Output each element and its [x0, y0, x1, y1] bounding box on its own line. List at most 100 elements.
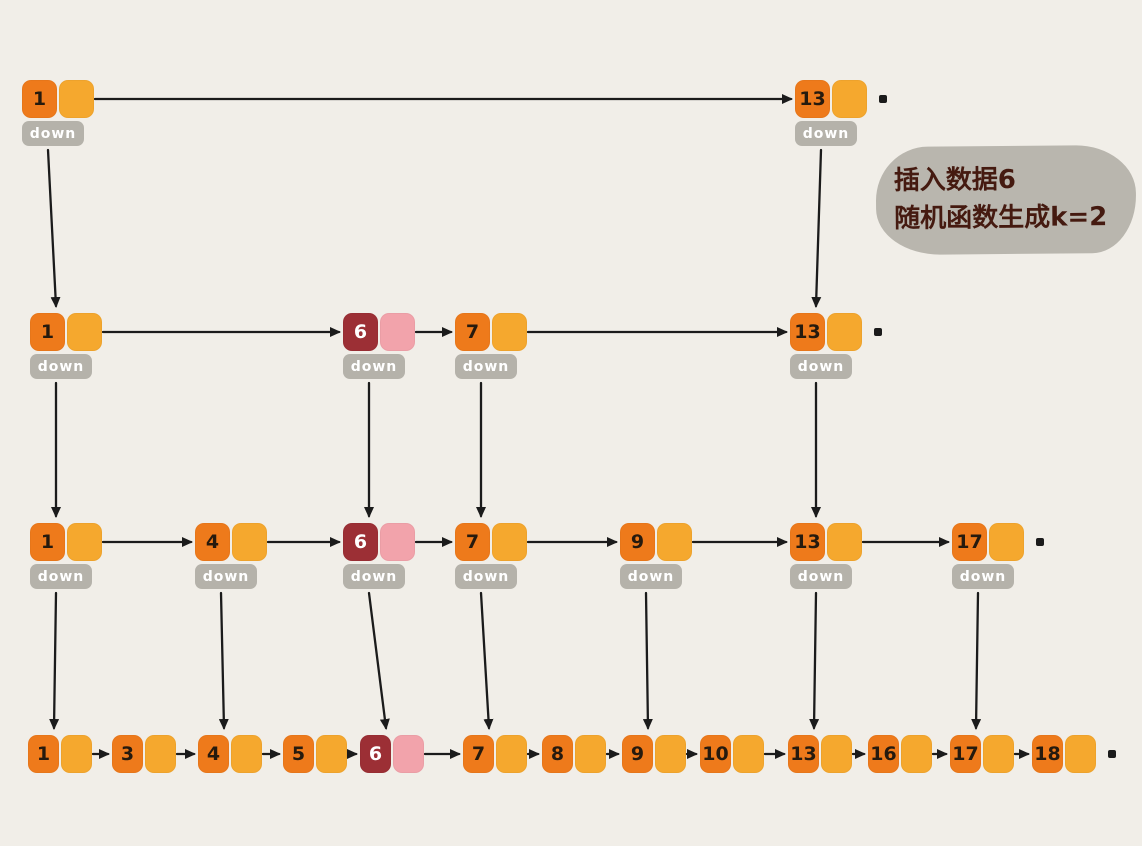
skiplist-node-level-1-7: 7 — [463, 735, 527, 773]
down-pointer-label: down — [952, 564, 1014, 589]
skiplist-node-level-1-8: 8 — [542, 735, 606, 773]
arrow-down-level-2-17 — [971, 591, 982, 730]
skiplist-node-level-1-3: 3 — [112, 735, 176, 773]
node-next-pointer — [1065, 735, 1096, 773]
node-value: 13 — [788, 735, 819, 773]
node-value: 13 — [795, 80, 830, 118]
skiplist-node-level-1-17: 17 — [950, 735, 1014, 773]
node-value: 6 — [343, 313, 378, 351]
down-pointer-label: down — [455, 354, 517, 379]
node-next-pointer — [496, 735, 527, 773]
down-pointer-label: down — [30, 354, 92, 379]
node-next-pointer — [575, 735, 606, 773]
node-next-pointer — [657, 523, 692, 561]
skiplist-node-level-2-4: 4 — [195, 523, 267, 561]
node-value: 5 — [283, 735, 314, 773]
down-pointer-label: down — [343, 564, 405, 589]
down-pointer-label: down — [790, 564, 852, 589]
skiplist-node-level-1-13: 13 — [788, 735, 852, 773]
node-next-pointer — [67, 313, 102, 351]
node-value: 13 — [790, 313, 825, 351]
null-terminator-dot — [1108, 750, 1116, 758]
skiplist-node-level-2-7: 7 — [455, 523, 527, 561]
skiplist-node-level-1-1: 1 — [28, 735, 92, 773]
skiplist-node-level-2-6: 6 — [343, 523, 415, 561]
node-next-pointer — [393, 735, 424, 773]
down-pointer-label: down — [195, 564, 257, 589]
annotation-line-2: 随机函数生成k=2 — [894, 202, 1108, 234]
node-next-pointer — [832, 80, 867, 118]
node-value: 7 — [455, 313, 490, 351]
node-next-pointer — [380, 313, 415, 351]
node-next-pointer — [61, 735, 92, 773]
node-value: 1 — [22, 80, 57, 118]
node-value: 17 — [950, 735, 981, 773]
skiplist-node-level-2-17: 17 — [952, 523, 1024, 561]
node-value: 9 — [622, 735, 653, 773]
node-value: 18 — [1032, 735, 1063, 773]
skiplist-node-level-1-16: 16 — [868, 735, 932, 773]
skiplist-node-level-2-9: 9 — [620, 523, 692, 561]
node-next-pointer — [231, 735, 262, 773]
down-pointer-label: down — [30, 564, 92, 589]
node-value: 13 — [790, 523, 825, 561]
node-next-pointer — [59, 80, 94, 118]
arrow-down-level-2-1 — [49, 591, 60, 730]
node-value: 9 — [620, 523, 655, 561]
node-next-pointer — [655, 735, 686, 773]
node-next-pointer — [827, 523, 862, 561]
node-value: 16 — [868, 735, 899, 773]
skiplist-node-level-3-1: 1 — [30, 313, 102, 351]
node-value: 6 — [360, 735, 391, 773]
skiplist-node-level-3-13: 13 — [790, 313, 862, 351]
node-value: 8 — [542, 735, 573, 773]
node-value: 1 — [30, 523, 65, 561]
node-next-pointer — [492, 313, 527, 351]
node-next-pointer — [316, 735, 347, 773]
skiplist-node-level-3-6: 6 — [343, 313, 415, 351]
node-next-pointer — [733, 735, 764, 773]
node-next-pointer — [145, 735, 176, 773]
arrow-down-level-4-13 — [811, 148, 823, 308]
skiplist-node-level-3-7: 7 — [455, 313, 527, 351]
node-value: 4 — [198, 735, 229, 773]
skiplist-node-level-1-9: 9 — [622, 735, 686, 773]
node-next-pointer — [821, 735, 852, 773]
skiplist-node-level-2-1: 1 — [30, 523, 102, 561]
skiplist-node-level-4-13: 13 — [795, 80, 867, 118]
skiplist-node-level-1-6: 6 — [360, 735, 424, 773]
arrow-down-level-2-7 — [479, 591, 494, 730]
arrow-down-level-2-13 — [809, 591, 820, 730]
skiplist-node-level-1-4: 4 — [198, 735, 262, 773]
skiplist-node-level-2-13: 13 — [790, 523, 862, 561]
node-value: 7 — [455, 523, 490, 561]
node-value: 4 — [195, 523, 230, 561]
down-pointer-label: down — [343, 354, 405, 379]
skiplist-node-level-1-5: 5 — [283, 735, 347, 773]
node-value: 3 — [112, 735, 143, 773]
node-next-pointer — [989, 523, 1024, 561]
node-next-pointer — [232, 523, 267, 561]
node-value: 1 — [30, 313, 65, 351]
arrow-down-level-2-4 — [218, 591, 229, 730]
null-terminator-dot — [874, 328, 882, 336]
node-next-pointer — [827, 313, 862, 351]
down-pointer-label: down — [620, 564, 682, 589]
skiplist-node-level-1-10: 10 — [700, 735, 764, 773]
skiplist-node-level-1-18: 18 — [1032, 735, 1096, 773]
null-terminator-dot — [879, 95, 887, 103]
down-pointer-label: down — [455, 564, 517, 589]
down-pointer-label: down — [790, 354, 852, 379]
node-next-pointer — [67, 523, 102, 561]
node-value: 6 — [343, 523, 378, 561]
down-pointer-label: down — [22, 121, 84, 146]
null-terminator-dot — [1036, 538, 1044, 546]
arrow-down-level-2-6 — [367, 591, 390, 730]
node-value: 10 — [700, 735, 731, 773]
arrow-down-level-2-9 — [642, 591, 653, 730]
node-next-pointer — [380, 523, 415, 561]
annotation-line-1: 插入数据6 — [893, 165, 1017, 197]
skiplist-node-level-4-1: 1 — [22, 80, 94, 118]
